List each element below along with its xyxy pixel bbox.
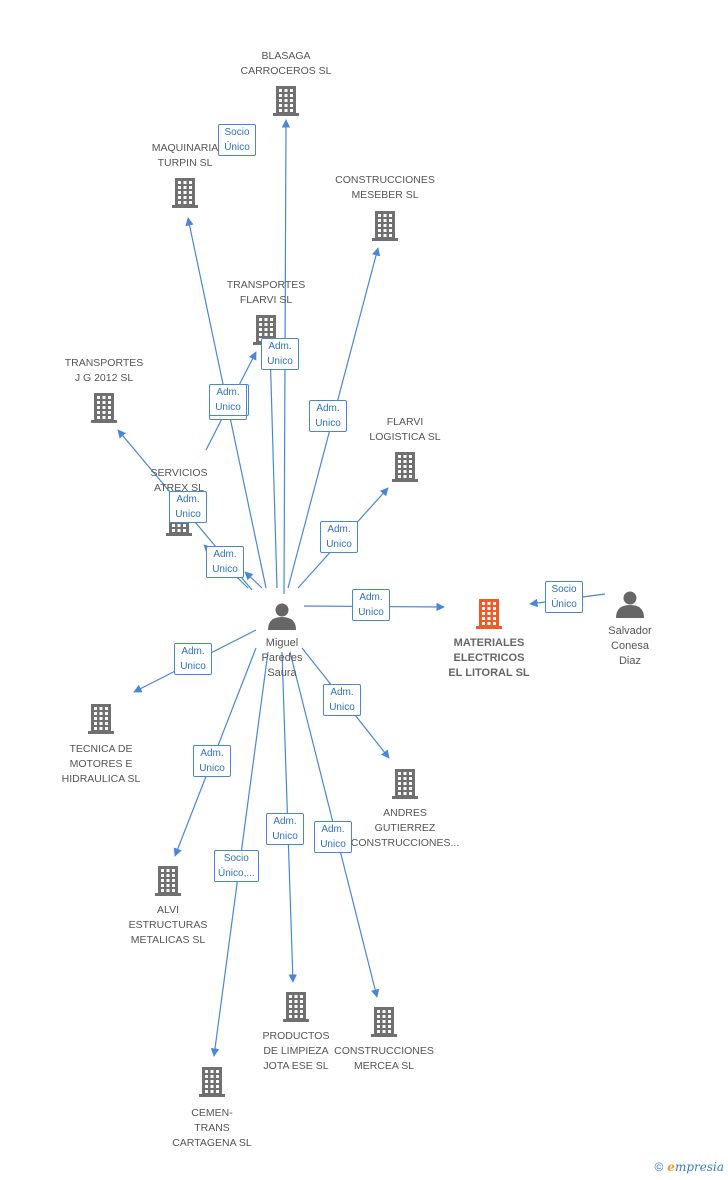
company-icon[interactable] bbox=[392, 769, 418, 799]
edge-label[interactable]: Adm. Unico bbox=[261, 338, 299, 370]
node-label-jg2012[interactable]: TRANSPORTES J G 2012 SL bbox=[64, 357, 144, 384]
edge-label[interactable]: Adm. Unico bbox=[320, 521, 358, 553]
company-icon[interactable] bbox=[371, 1007, 397, 1037]
node-label-alvi[interactable]: ALVI ESTRUCTURAS METALICAS SL bbox=[128, 904, 208, 946]
node-label-blasaga[interactable]: BLASAGA CARROCEROS SL bbox=[240, 50, 332, 77]
node-label-flarvi_log[interactable]: FLARVI LOGISTICA SL bbox=[369, 416, 441, 443]
edge-label[interactable]: Adm. Unico bbox=[352, 589, 390, 621]
company-icon[interactable] bbox=[172, 178, 198, 208]
node-label-flarvi_tr[interactable]: TRANSPORTES FLARVI SL bbox=[226, 279, 306, 306]
company-icon[interactable] bbox=[155, 866, 181, 896]
brand-logo[interactable]: empresia bbox=[667, 1160, 724, 1174]
edge-label[interactable]: Adm. Unico bbox=[174, 643, 212, 675]
node-label-tecnica[interactable]: TECNICA DE MOTORES E HIDRAULICA SL bbox=[61, 743, 141, 785]
edge-miguel-atrex bbox=[244, 571, 263, 589]
node-label-meseber[interactable]: CONSTRUCCIONES MESEBER SL bbox=[335, 174, 435, 201]
person-icon[interactable] bbox=[268, 603, 296, 631]
edge-label[interactable]: Adm. Unico bbox=[206, 546, 244, 578]
edge-label[interactable]: Adm. Unico bbox=[266, 813, 304, 845]
node-label-productos[interactable]: PRODUCTOS DE LIMPIEZA JOTA ESE SL bbox=[262, 1030, 330, 1072]
company-icon[interactable] bbox=[91, 393, 117, 423]
node-label-miguel[interactable]: Miguel Paredes Saura bbox=[261, 637, 303, 679]
edge-label[interactable]: Adm. Unico bbox=[169, 491, 207, 523]
node-label-atrex[interactable]: SERVICIOS ATREX SL bbox=[150, 467, 208, 494]
node-label-mercea[interactable]: CONSTRUCCIONES MERCEA SL bbox=[334, 1045, 434, 1072]
edge-label[interactable]: Socio Único,... bbox=[214, 850, 259, 882]
company-icon[interactable] bbox=[392, 452, 418, 482]
company-icon[interactable] bbox=[372, 211, 398, 241]
edge-label[interactable]: Adm. Unico bbox=[314, 821, 352, 853]
node-label-cementrans[interactable]: CEMEN- TRANS CARTAGENA SL bbox=[172, 1107, 252, 1149]
node-label-materiales[interactable]: MATERIALES ELECTRICOS EL LITORAL SL bbox=[448, 637, 530, 679]
focus-company-icon[interactable] bbox=[476, 599, 502, 629]
edge-label[interactable]: Adm. Unico bbox=[209, 384, 247, 416]
edge-label[interactable]: Socio Único bbox=[218, 124, 256, 156]
copyright-icon: © bbox=[654, 1160, 664, 1174]
edge-label[interactable]: Adm. Unico bbox=[323, 684, 361, 716]
edge-miguel-flarvi_tr bbox=[266, 347, 278, 589]
node-label-maquinaria[interactable]: MAQUINARIA TURPIN SL bbox=[151, 142, 219, 169]
footer: ©empresia bbox=[654, 1160, 724, 1174]
company-icon[interactable] bbox=[88, 704, 114, 734]
company-icon[interactable] bbox=[273, 86, 299, 116]
company-icon[interactable] bbox=[283, 992, 309, 1022]
edge-label[interactable]: Socio Único bbox=[545, 581, 583, 613]
edge-label[interactable]: Adm. Unico bbox=[193, 745, 231, 777]
node-label-andres[interactable]: ANDRES GUTIERREZ CONSTRUCCIONES... bbox=[350, 807, 460, 849]
person-icon[interactable] bbox=[616, 591, 644, 619]
company-icon[interactable] bbox=[199, 1067, 225, 1097]
node-label-salvador[interactable]: Salvador Conesa Diaz bbox=[608, 625, 652, 667]
edge-label[interactable]: Adm. Unico bbox=[309, 400, 347, 432]
